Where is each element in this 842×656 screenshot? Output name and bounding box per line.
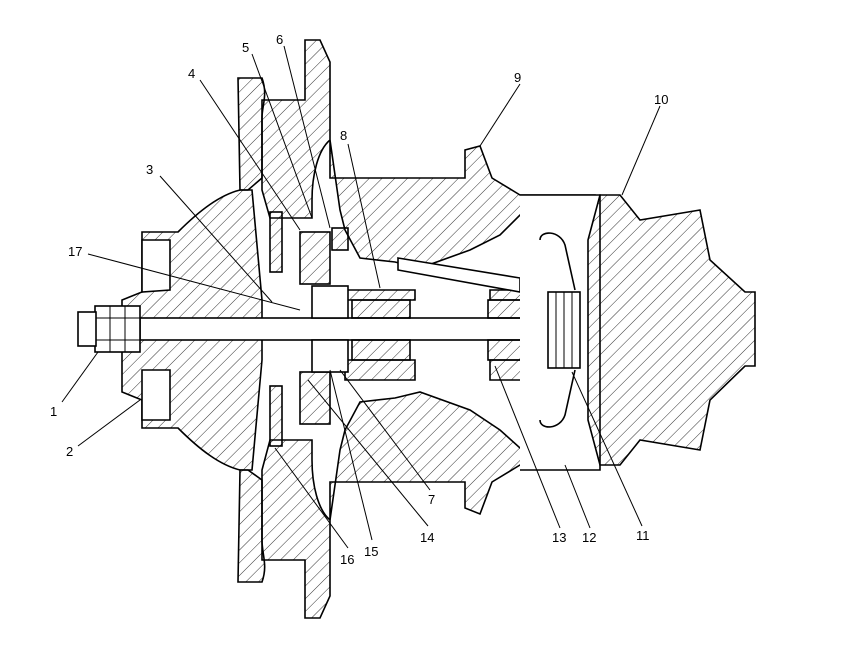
callout-13: 13 bbox=[552, 530, 566, 545]
callout-5: 5 bbox=[242, 40, 249, 55]
callout-9: 9 bbox=[514, 70, 521, 85]
thrust-components bbox=[269, 211, 349, 447]
callout-labels: 1 2 3 4 5 6 7 8 9 10 11 12 13 14 15 16 1… bbox=[50, 32, 668, 567]
callout-4: 4 bbox=[188, 66, 195, 81]
callout-1: 1 bbox=[50, 404, 57, 419]
callout-14: 14 bbox=[420, 530, 434, 545]
callout-3: 3 bbox=[146, 162, 153, 177]
compressor-backplate bbox=[237, 39, 331, 619]
leader-lines bbox=[61, 45, 661, 549]
callout-12: 12 bbox=[582, 530, 596, 545]
callout-10: 10 bbox=[654, 92, 668, 107]
callout-6: 6 bbox=[276, 32, 283, 47]
callout-17: 17 bbox=[68, 244, 82, 259]
callout-16: 16 bbox=[340, 552, 354, 567]
callout-2: 2 bbox=[66, 444, 73, 459]
turbine-seal-ring bbox=[547, 291, 581, 369]
callout-15: 15 bbox=[364, 544, 378, 559]
callout-7: 7 bbox=[428, 492, 435, 507]
callout-11: 11 bbox=[636, 528, 650, 543]
callout-8: 8 bbox=[340, 128, 347, 143]
turbine-wheel bbox=[587, 194, 756, 466]
